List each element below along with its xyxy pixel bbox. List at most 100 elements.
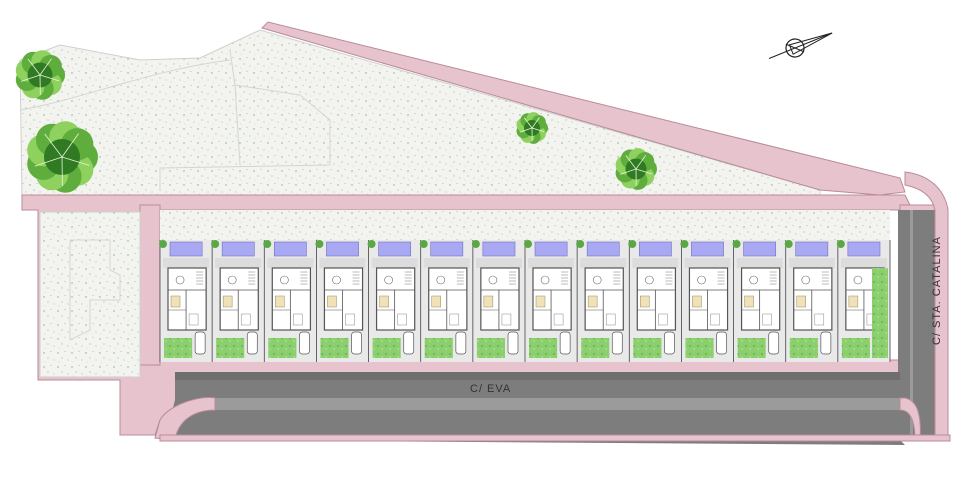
pool: [534, 241, 568, 257]
tree-icon: [27, 121, 99, 193]
dining-table: [175, 275, 185, 285]
terrace: [580, 258, 627, 268]
bed: [170, 295, 181, 308]
shrub: [576, 240, 585, 248]
tree-branch: [44, 133, 63, 158]
dining-table: [853, 275, 863, 285]
green-strip-rear: [160, 210, 890, 240]
green-area-left: [39, 211, 141, 378]
tree-branch: [39, 74, 60, 82]
front-garden: [320, 338, 349, 358]
dining-table: [280, 275, 289, 285]
bed: [587, 295, 598, 308]
terrace: [163, 258, 210, 268]
house-outline: [584, 267, 624, 331]
bed: [814, 313, 825, 326]
shrub: [732, 240, 741, 248]
housing-unit: [732, 240, 783, 362]
bed: [762, 313, 772, 326]
tree-branch: [635, 168, 653, 175]
dining-table: [749, 275, 758, 285]
trees: [15, 50, 657, 193]
tree-branch: [619, 168, 637, 175]
bed: [605, 313, 616, 326]
pool: [743, 241, 777, 257]
tree-branch: [39, 58, 52, 76]
bed: [188, 313, 199, 326]
pool: [169, 241, 203, 257]
tree-branch: [625, 155, 637, 170]
tree-icon: [615, 148, 657, 190]
tree-branch: [27, 58, 41, 76]
pool: [795, 241, 829, 257]
terrace: [684, 258, 731, 268]
tree-icon: [516, 112, 548, 144]
front-garden: [529, 338, 558, 358]
pool: [691, 241, 724, 257]
front-garden: [685, 338, 714, 358]
road-main: [154, 372, 951, 445]
bed: [848, 295, 859, 308]
housing-unit: [784, 240, 835, 362]
terrace: [475, 258, 522, 268]
front-garden: [216, 338, 245, 358]
shrub: [367, 240, 376, 248]
tree-branch: [61, 133, 79, 158]
car: [820, 331, 832, 355]
bed: [553, 313, 564, 326]
dining-table: [592, 275, 602, 285]
tree-branch: [34, 156, 63, 167]
bed: [275, 295, 285, 308]
street-label-side: C/ STA. CATALINA: [931, 236, 943, 345]
tree-branch: [531, 127, 545, 133]
bed: [379, 295, 389, 308]
housing-unit: [628, 240, 679, 362]
front-garden: [424, 338, 453, 358]
bed: [327, 295, 337, 308]
pool: [326, 241, 359, 257]
dining-table: [436, 275, 446, 285]
bed: [501, 313, 512, 326]
housing-unit: [367, 240, 418, 362]
tree-branch: [61, 156, 90, 166]
bed: [240, 313, 251, 326]
pool: [221, 241, 255, 257]
shrub: [784, 240, 793, 248]
tree-branch: [20, 74, 41, 82]
dining-table: [332, 275, 341, 285]
tree-branch: [635, 155, 647, 170]
bed: [796, 295, 806, 308]
car: [664, 331, 675, 355]
shrub: [159, 240, 167, 248]
shrub: [471, 240, 480, 248]
pool: [638, 241, 672, 257]
front-garden: [372, 338, 401, 358]
car: [351, 331, 362, 355]
front-garden: [476, 338, 505, 358]
housing-unit: [680, 240, 731, 362]
car: [455, 331, 467, 355]
housing-unit: [576, 240, 627, 362]
tree-branch: [523, 117, 533, 129]
bed: [293, 313, 303, 326]
car: [559, 331, 571, 355]
terrace: [371, 258, 418, 268]
green-area-upper: [19, 29, 821, 201]
shrub: [211, 240, 220, 248]
terrace: [267, 258, 314, 268]
front-garden: [268, 338, 297, 358]
bed: [710, 313, 720, 326]
tree-icon: [15, 50, 66, 100]
car: [403, 331, 415, 355]
pool: [847, 241, 881, 257]
dining-table: [540, 275, 550, 285]
front-garden: [164, 338, 193, 358]
bed: [397, 313, 407, 326]
terrace: [736, 258, 783, 268]
housing-unit: [315, 240, 366, 362]
pool: [273, 241, 307, 257]
housing-unit: [419, 240, 470, 362]
car: [507, 331, 519, 355]
terrace: [215, 258, 262, 268]
